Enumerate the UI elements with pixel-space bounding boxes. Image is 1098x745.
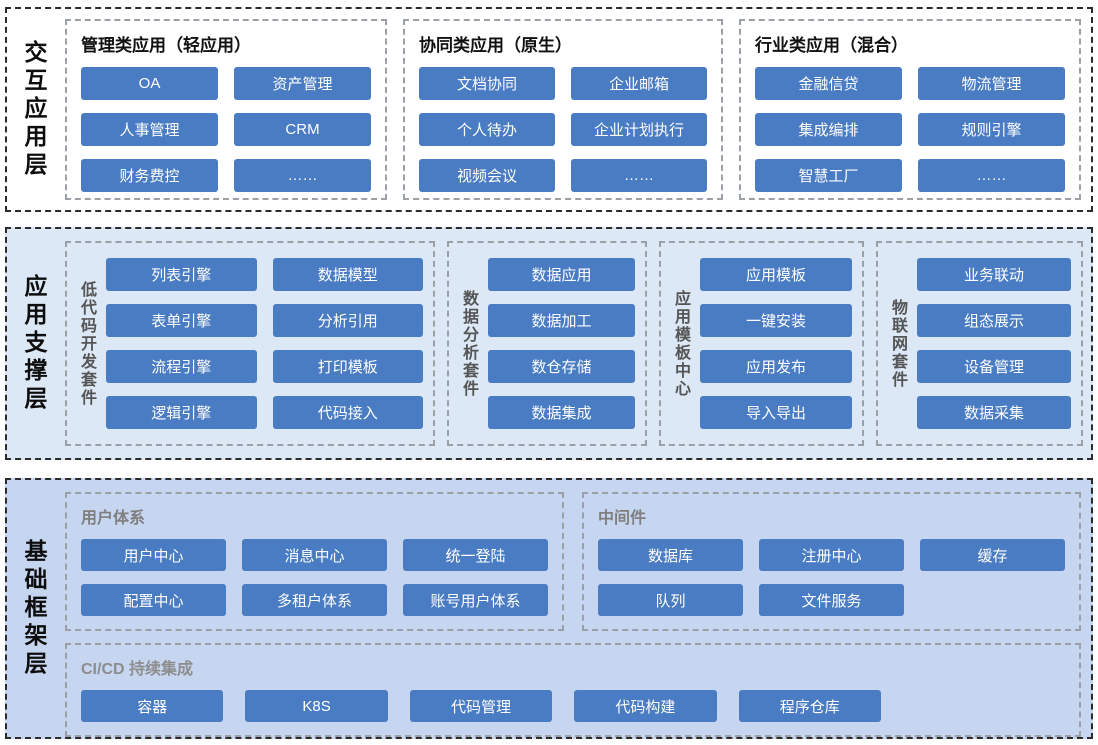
module-button: 导入导出	[700, 396, 852, 429]
group-collaboration-apps: 协同类应用（原生） 文档协同企业邮箱个人待办企业计划执行视频会议 ……	[403, 19, 723, 200]
layer-interaction-content: 管理类应用（轻应用） OA 资产管理人事管理 CRM 财务费控 …… 协同类应用（原生）…	[61, 9, 1091, 210]
button-grid: 文档协同企业邮箱个人待办企业计划执行视频会议 ……	[419, 67, 707, 192]
module-button: 视频会议	[419, 159, 555, 192]
button-grid: 列表引擎数据模型表单引擎分析引用流程引擎打印模板逻辑引擎代码接入	[106, 253, 423, 434]
module-button: OA	[81, 67, 218, 100]
group-management-apps: 管理类应用（轻应用） OA 资产管理人事管理 CRM 财务费控 ……	[65, 19, 387, 200]
module-button: 数据应用	[488, 258, 635, 291]
group-cicd-title: CI/CD 持续集成	[81, 661, 194, 678]
module-button: 设备管理	[917, 350, 1071, 383]
module-button: 数据集成	[488, 396, 635, 429]
module-button: 金融信贷	[755, 67, 902, 100]
module-button: 流程引擎	[106, 350, 257, 383]
module-button: 企业邮箱	[571, 67, 707, 100]
module-button: 缓存	[920, 539, 1065, 571]
module-button: 数据采集	[917, 396, 1071, 429]
module-button: K8S	[245, 690, 388, 722]
layer-support: 应用支撑层 低代码开发套件 列表引擎数据模型表单引擎分析引用流程引擎打印模板逻辑…	[5, 227, 1093, 460]
button-grid: 业务联动组态展示设备管理数据采集	[917, 253, 1071, 434]
layer-foundation-label: 基础框架层	[21, 538, 47, 679]
layer-foundation-content: 用户体系 用户中心消息中心统一登陆配置中心多租户体系账号用户体系 中间件 数据库…	[61, 480, 1091, 737]
module-button: 应用发布	[700, 350, 852, 383]
module-button: 规则引擎	[918, 113, 1065, 146]
module-button: 容器	[81, 690, 224, 722]
module-button: 物流管理	[918, 67, 1065, 100]
group-industry-apps-title: 行业类应用（混合）	[755, 36, 908, 55]
button-grid: 应用模板一键安装应用发布导入导出	[700, 253, 852, 434]
module-button: 多租户体系	[242, 584, 387, 616]
module-button: 列表引擎	[106, 258, 257, 291]
group-user-system: 用户体系 用户中心消息中心统一登陆配置中心多租户体系账号用户体系	[65, 492, 564, 631]
module-button: 组态展示	[917, 304, 1071, 337]
group-industry-apps: 行业类应用（混合） 金融信贷物流管理集成编排规则引擎智慧工厂 ……	[739, 19, 1081, 200]
layer-support-content: 低代码开发套件 列表引擎数据模型表单引擎分析引用流程引擎打印模板逻辑引擎代码接入…	[61, 229, 1091, 458]
button-grid: 容器 K8S 代码管理代码构建程序仓库	[81, 690, 881, 722]
module-button: 表单引擎	[106, 304, 257, 337]
module-button: 数据加工	[488, 304, 635, 337]
module-button: 数据库	[598, 539, 743, 571]
group-collaboration-apps-title: 协同类应用（原生）	[419, 36, 572, 55]
module-button: 代码构建	[574, 690, 717, 722]
module-button: 财务费控	[81, 159, 218, 192]
module-button: 个人待办	[419, 113, 555, 146]
button-grid: OA 资产管理人事管理 CRM 财务费控 ……	[81, 67, 371, 192]
module-button: 代码管理	[409, 690, 553, 722]
suite-app-template-center: 应用模板中心 应用模板一键安装应用发布导入导出	[659, 241, 864, 446]
layer-interaction-label: 交互应用层	[21, 39, 47, 180]
layer-foundation: 基础框架层 用户体系 用户中心消息中心统一登陆配置中心多租户体系账号用户体系 中…	[5, 478, 1093, 739]
module-button: 资产管理	[234, 67, 371, 100]
module-button: 代码接入	[272, 396, 423, 429]
button-grid: 用户中心消息中心统一登陆配置中心多租户体系账号用户体系	[81, 539, 548, 616]
module-button: 一键安装	[700, 304, 852, 337]
suite-data-analysis: 数据分析套件 数据应用数据加工数仓存储数据集成	[447, 241, 647, 446]
button-grid: 金融信贷物流管理集成编排规则引擎智慧工厂 ……	[755, 67, 1065, 192]
module-button: 账号用户体系	[403, 584, 548, 616]
module-button: 应用模板	[700, 258, 852, 291]
module-button: 程序仓库	[738, 690, 881, 722]
button-grid: 数据库注册中心缓存队列文件服务	[598, 539, 1065, 616]
suite-iot-title: 物联网套件	[889, 298, 906, 389]
suite-data-analysis-title: 数据分析套件	[460, 289, 477, 398]
module-button: 企业计划执行	[571, 113, 707, 146]
suite-app-template-center-title: 应用模板中心	[672, 289, 689, 398]
module-button: 集成编排	[755, 113, 902, 146]
group-cicd: CI/CD 持续集成 容器 K8S 代码管理代码构建程序仓库	[65, 643, 1081, 737]
module-button: 打印模板	[272, 350, 423, 383]
module-button: 业务联动	[917, 258, 1071, 291]
module-button: 分析引用	[272, 304, 423, 337]
module-button: 数仓存储	[488, 350, 635, 383]
module-button: CRM	[234, 113, 371, 146]
module-button: 注册中心	[759, 539, 904, 571]
suite-iot: 物联网套件 业务联动组态展示设备管理数据采集	[876, 241, 1083, 446]
module-button: ……	[234, 159, 371, 192]
module-button: ……	[918, 159, 1065, 192]
module-button: 文件服务	[759, 584, 904, 616]
module-button: 人事管理	[81, 113, 218, 146]
module-button: ……	[571, 159, 707, 192]
module-button: 逻辑引擎	[106, 396, 257, 429]
group-middleware: 中间件 数据库注册中心缓存队列文件服务	[582, 492, 1081, 631]
module-button: 智慧工厂	[755, 159, 902, 192]
group-management-apps-title: 管理类应用（轻应用）	[81, 36, 251, 55]
module-button: 用户中心	[81, 539, 226, 571]
module-button: 统一登陆	[403, 539, 548, 571]
group-middleware-title: 中间件	[598, 510, 647, 527]
foundation-row-top: 用户体系 用户中心消息中心统一登陆配置中心多租户体系账号用户体系 中间件 数据库…	[65, 492, 1081, 631]
suite-lowcode: 低代码开发套件 列表引擎数据模型表单引擎分析引用流程引擎打印模板逻辑引擎代码接入	[65, 241, 435, 446]
module-button: 数据模型	[272, 258, 423, 291]
module-button: 配置中心	[81, 584, 226, 616]
button-grid: 数据应用数据加工数仓存储数据集成	[488, 253, 635, 434]
suite-lowcode-title: 低代码开发套件	[78, 280, 95, 407]
module-button: 文档协同	[419, 67, 555, 100]
layer-interaction: 交互应用层 管理类应用（轻应用） OA 资产管理人事管理 CRM 财务费控 …… 协同类…	[5, 7, 1093, 212]
module-button: 队列	[598, 584, 743, 616]
layer-support-label: 应用支撑层	[21, 273, 47, 414]
module-button: 消息中心	[242, 539, 387, 571]
group-user-system-title: 用户体系	[81, 510, 146, 527]
